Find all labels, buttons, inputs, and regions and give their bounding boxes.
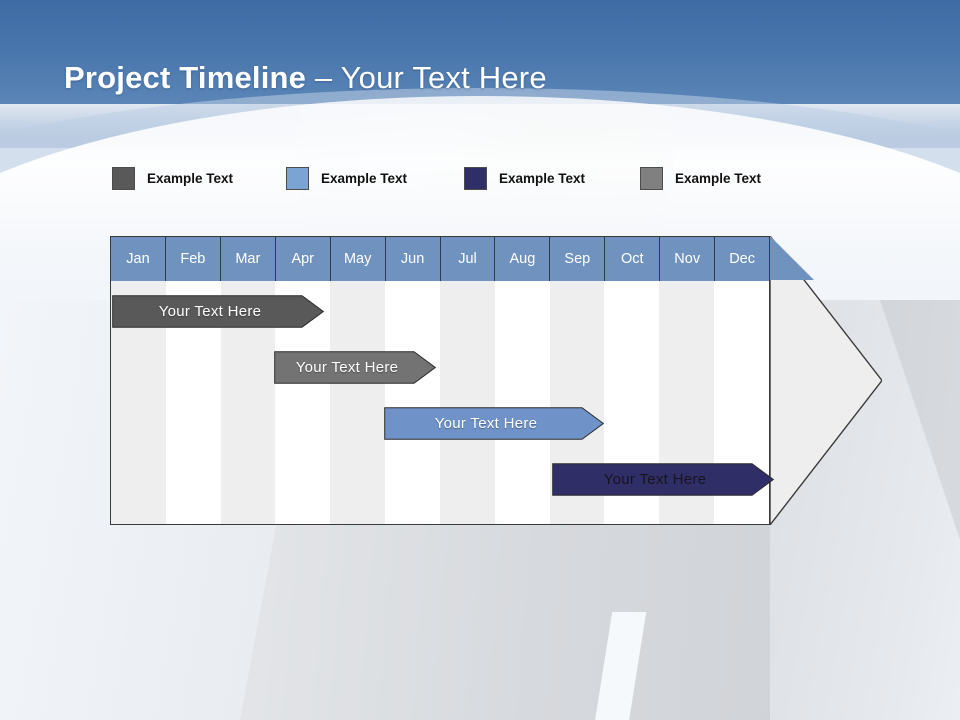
- gantt-bar-shape: [552, 463, 774, 496]
- gantt-bar-label: Your Text Here: [603, 471, 707, 488]
- title-dash: –: [306, 60, 341, 95]
- legend-item-1: Example Text: [112, 167, 233, 190]
- month-header-aug[interactable]: Aug: [495, 237, 551, 281]
- timeline-column-jan: [111, 237, 166, 524]
- gantt-bar-label: Your Text Here: [158, 303, 262, 320]
- month-header-feb[interactable]: Feb: [165, 237, 221, 281]
- page-title: Project Timeline – Your Text Here: [64, 60, 547, 96]
- month-header-jan[interactable]: Jan: [111, 237, 166, 281]
- legend: Example Text Example Text Example Text Exam…: [112, 167, 852, 197]
- gantt-bar-label: Your Text Here: [295, 359, 399, 376]
- month-header-sep[interactable]: Sep: [550, 237, 606, 281]
- timeline-column-jul: [439, 237, 495, 524]
- legend-item-4: Example Text: [640, 167, 761, 190]
- legend-swatch-icon: [640, 167, 663, 190]
- legend-label: Example Text: [321, 171, 408, 186]
- gantt-bar-3[interactable]: Your Text Here: [384, 407, 604, 440]
- month-header-oct[interactable]: Oct: [605, 237, 661, 281]
- timeline-column-mar: [220, 237, 276, 524]
- gantt-bar-1[interactable]: Your Text Here: [112, 295, 324, 328]
- gantt-bar-shape: [384, 407, 604, 440]
- month-header-dec[interactable]: Dec: [715, 237, 770, 281]
- legend-label: Example Text: [675, 171, 762, 186]
- month-header-jun[interactable]: Jun: [385, 237, 441, 281]
- legend-swatch-icon: [286, 167, 309, 190]
- gantt-bar-shape: [274, 351, 436, 384]
- month-header-may[interactable]: May: [330, 237, 386, 281]
- title-rest-part: Your Text Here: [340, 60, 547, 95]
- gantt-bar-shape: [112, 295, 324, 328]
- legend-label: Example Text: [499, 171, 586, 186]
- title-bold-part: Project Timeline: [64, 60, 307, 95]
- gantt-bar-4[interactable]: Your Text Here: [552, 463, 774, 496]
- month-header-nov[interactable]: Nov: [660, 237, 716, 281]
- month-header-jul[interactable]: Jul: [440, 237, 496, 281]
- legend-swatch-icon: [464, 167, 487, 190]
- gantt-bar-2[interactable]: Your Text Here: [274, 351, 436, 384]
- timeline-arrow-head: [770, 236, 882, 525]
- legend-item-2: Example Text: [286, 167, 407, 190]
- legend-item-3: Example Text: [464, 167, 585, 190]
- legend-label: Example Text: [147, 171, 234, 186]
- month-header-mar[interactable]: Mar: [220, 237, 276, 281]
- gantt-bar-label: Your Text Here: [434, 415, 538, 432]
- month-header-apr[interactable]: Apr: [275, 237, 331, 281]
- legend-swatch-icon: [112, 167, 135, 190]
